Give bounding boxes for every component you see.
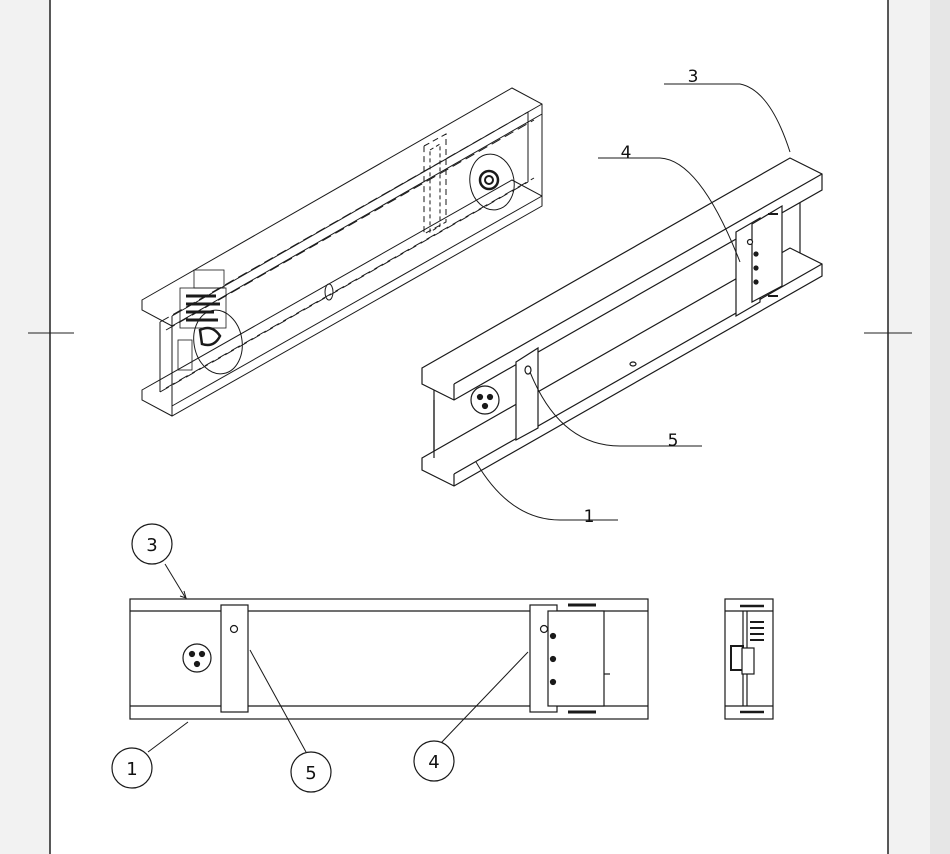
front-bearing-disk	[182, 643, 212, 673]
leader-front-4	[439, 651, 529, 745]
callout-iso-4: 4	[621, 143, 632, 163]
viewer-scroll-strip	[930, 0, 950, 854]
callout-balloons	[111, 523, 455, 793]
front-view	[129, 598, 649, 720]
callout-front-4: 4	[428, 752, 439, 773]
callout-iso-5: 5	[668, 431, 679, 451]
iso-flange-hole	[629, 361, 637, 367]
callout-iso-3: 3	[688, 67, 699, 87]
leader-front-5	[249, 649, 307, 753]
callout-iso-1: 1	[584, 507, 595, 527]
callout-front-3: 3	[146, 535, 157, 556]
iso-leaders	[475, 83, 791, 521]
balloon-front-4	[413, 740, 455, 782]
leader-front-1	[147, 721, 189, 753]
iso-transparent-view	[141, 87, 543, 417]
balloon-front-3	[131, 523, 173, 565]
front-sensor-board	[547, 610, 605, 707]
iso-solid-view	[421, 157, 823, 487]
balloon-front-1	[111, 747, 153, 789]
leader-front-3	[164, 563, 186, 598]
front-clamp-plate	[220, 604, 249, 713]
leader-iso-4	[598, 157, 741, 263]
leader-iso-1	[475, 461, 618, 521]
callout-front-1: 1	[126, 759, 137, 780]
front-leaders	[147, 563, 529, 753]
iso-top-flange	[421, 157, 823, 401]
iso-bearing-disk	[470, 385, 500, 415]
callout-front-5: 5	[305, 763, 316, 784]
balloon-front-5	[290, 751, 332, 793]
leader-iso-3	[664, 83, 791, 153]
side-view	[724, 598, 774, 720]
leader-iso-5	[529, 371, 702, 447]
iso-clamp-plate	[515, 346, 539, 442]
